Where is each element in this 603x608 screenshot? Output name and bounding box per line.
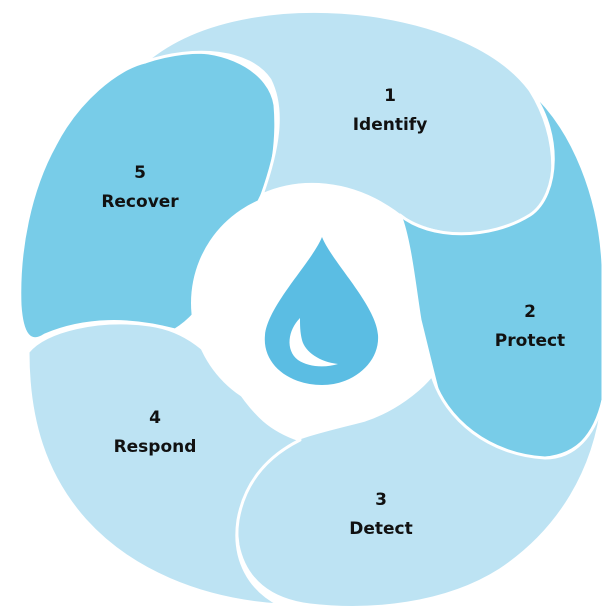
step-respond: 4 Respond — [114, 408, 197, 457]
step-number: 2 — [524, 302, 536, 322]
step-identify: 1 Identify — [353, 86, 428, 135]
step-label: Respond — [114, 437, 197, 457]
step-number: 4 — [149, 408, 161, 428]
step-recover: 5 Recover — [101, 163, 179, 212]
step-label: Identify — [353, 115, 428, 135]
step-number: 5 — [134, 163, 146, 183]
step-detect: 3 Detect — [349, 490, 413, 539]
step-protect: 2 Protect — [495, 302, 565, 351]
water-drop-icon — [264, 237, 379, 385]
segment-respond — [26, 321, 302, 607]
step-label: Recover — [101, 192, 179, 212]
step-number: 1 — [384, 86, 396, 106]
step-label: Detect — [349, 519, 413, 539]
step-number: 3 — [375, 490, 387, 510]
step-label: Protect — [495, 331, 565, 351]
